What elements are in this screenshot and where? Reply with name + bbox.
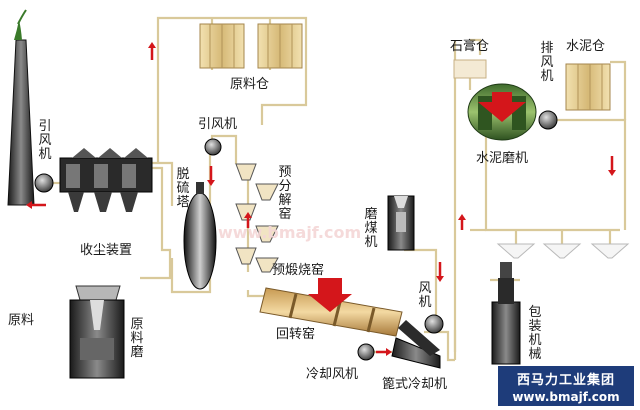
coal-mill xyxy=(387,195,415,251)
fan-icon xyxy=(538,110,558,130)
desulfurization-tower xyxy=(183,182,217,290)
fan-icon xyxy=(357,343,375,361)
fan-label: 风机 xyxy=(418,281,432,311)
precalciner-label: 预煅烧窑 xyxy=(272,263,325,278)
fan-icons xyxy=(34,110,558,361)
cement-silo-label: 水泥仓 xyxy=(566,39,606,54)
rotary-kiln-label: 回转窑 xyxy=(276,327,316,342)
grate-cooler xyxy=(391,320,441,369)
chimney xyxy=(7,9,35,206)
grate-cooler-label: 篦式冷却机 xyxy=(382,377,448,392)
raw-mill xyxy=(69,285,125,379)
fan-icon xyxy=(204,138,222,156)
flow-arrows xyxy=(26,42,616,356)
induced-fan-left-label: 引风机 xyxy=(38,119,52,163)
dust-collector xyxy=(59,148,153,212)
preheater-label: 预分解窑 xyxy=(278,165,292,223)
raw-material-label: 原料 xyxy=(8,313,35,328)
gypsum-silo xyxy=(453,59,487,79)
exhaust-fan-label: 排风机 xyxy=(540,41,554,85)
raw-silo-label: 原料仓 xyxy=(230,77,270,92)
preheater-cyclones xyxy=(235,163,279,273)
raw-mill-label: 原料磨 xyxy=(130,317,144,361)
packing-machine-label: 包装机械 xyxy=(528,305,542,363)
pipe-network xyxy=(48,16,627,362)
cement-silo-group xyxy=(565,63,611,111)
watermark-text: www.bmajf.com xyxy=(218,223,361,242)
brand-name: 西马力工业集团 xyxy=(516,373,615,388)
induced-fan-mid-label: 引风机 xyxy=(198,117,238,132)
cooling-fan-label: 冷却风机 xyxy=(306,367,359,382)
dust-collector-label: 收尘装置 xyxy=(80,243,133,258)
fan-icon xyxy=(34,173,54,193)
cement-mill-label: 水泥磨机 xyxy=(476,151,529,166)
packing-machine xyxy=(491,262,521,365)
coal-mill-label: 磨煤机 xyxy=(364,207,378,251)
fan-icon xyxy=(424,314,444,334)
raw-silo-group xyxy=(199,23,303,69)
brand-url: www.bmajf.com xyxy=(512,390,620,404)
brand-badge: 西马力工业集团 www.bmajf.com xyxy=(498,366,634,406)
cement-hoppers xyxy=(496,243,630,259)
rotary-kiln xyxy=(259,287,403,337)
gypsum-silo-label: 石膏仓 xyxy=(450,39,490,54)
desulfurization-tower-label: 脱硫塔 xyxy=(176,167,190,211)
